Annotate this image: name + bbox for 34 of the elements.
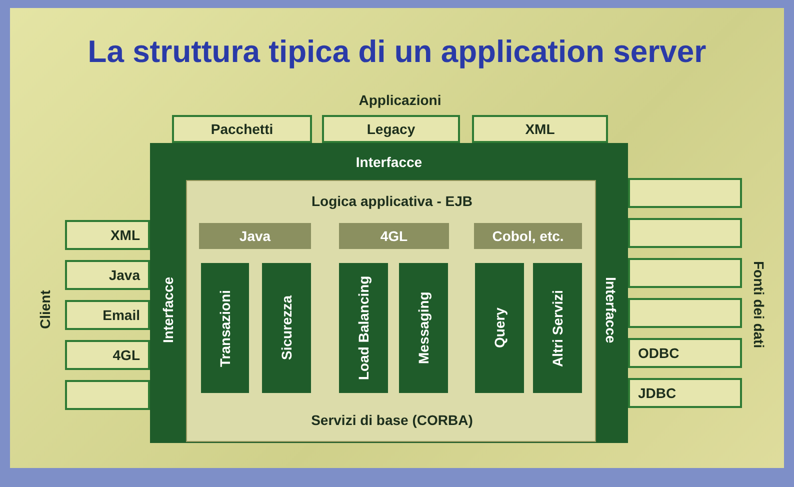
side-heading: Client (36, 289, 54, 332)
data-source-box (628, 258, 742, 288)
panel-heading: Servizi di base (CORBA) (310, 411, 474, 430)
service-bar: Transazioni (201, 263, 249, 393)
component-box: XML (472, 115, 608, 143)
panel-heading: Logica applicativa - EJB (310, 192, 474, 211)
client-box: Java (65, 260, 150, 290)
service-bar: Load Balancing (339, 263, 388, 393)
client-box (65, 380, 150, 410)
client-box: Email (65, 300, 150, 330)
interface-label: Interfacce (159, 276, 177, 346)
data-source-box (628, 218, 742, 248)
inner-panel (186, 180, 596, 442)
client-box: XML (65, 220, 150, 250)
side-heading: Fonti dei dati (750, 260, 768, 351)
language-bar: Cobol, etc. (474, 223, 582, 249)
language-bar: 4GL (339, 223, 449, 249)
data-source-box: JDBC (628, 378, 742, 408)
interface-frame (150, 143, 628, 443)
language-bar: Java (199, 223, 311, 249)
data-source-box (628, 298, 742, 328)
client-box: 4GL (65, 340, 150, 370)
service-bar: Query (475, 263, 524, 393)
service-bar: Sicurezza (262, 263, 311, 393)
data-source-box (628, 178, 742, 208)
diagram-title: La struttura tipica di un application server (86, 33, 708, 71)
interface-label: Interfacce (354, 153, 424, 172)
service-bar: Altri Servizi (533, 263, 582, 393)
interface-label: Interfacce (602, 276, 620, 346)
service-bar: Messaging (399, 263, 448, 393)
component-box: Pacchetti (172, 115, 312, 143)
component-box: Legacy (322, 115, 460, 143)
data-source-box: ODBC (628, 338, 742, 368)
group-heading: Applicazioni (358, 91, 442, 110)
